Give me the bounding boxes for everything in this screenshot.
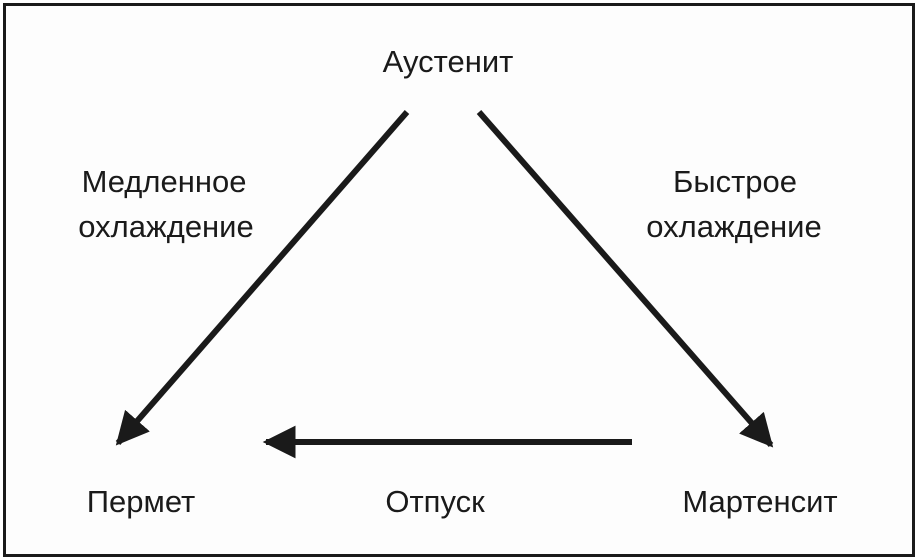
diagram-frame <box>3 3 915 557</box>
edge-label-slow-cooling-line1: Медленное <box>82 164 247 199</box>
edge-label-fast-cooling-line2: охлаждение <box>646 209 821 244</box>
edge-label-fast-cooling-line1: Быстрое <box>673 164 797 199</box>
node-martensite: Мартенсит <box>682 484 837 519</box>
fast-cooling-arrow <box>476 110 774 448</box>
edge-label-tempering: Отпуск <box>385 484 485 519</box>
node-perlite: Пермет <box>87 484 196 519</box>
edge-label-slow-cooling-line2: охлаждение <box>78 209 253 244</box>
node-austenite: Аустенит <box>383 44 514 79</box>
slow-cooling-arrow <box>115 110 410 446</box>
